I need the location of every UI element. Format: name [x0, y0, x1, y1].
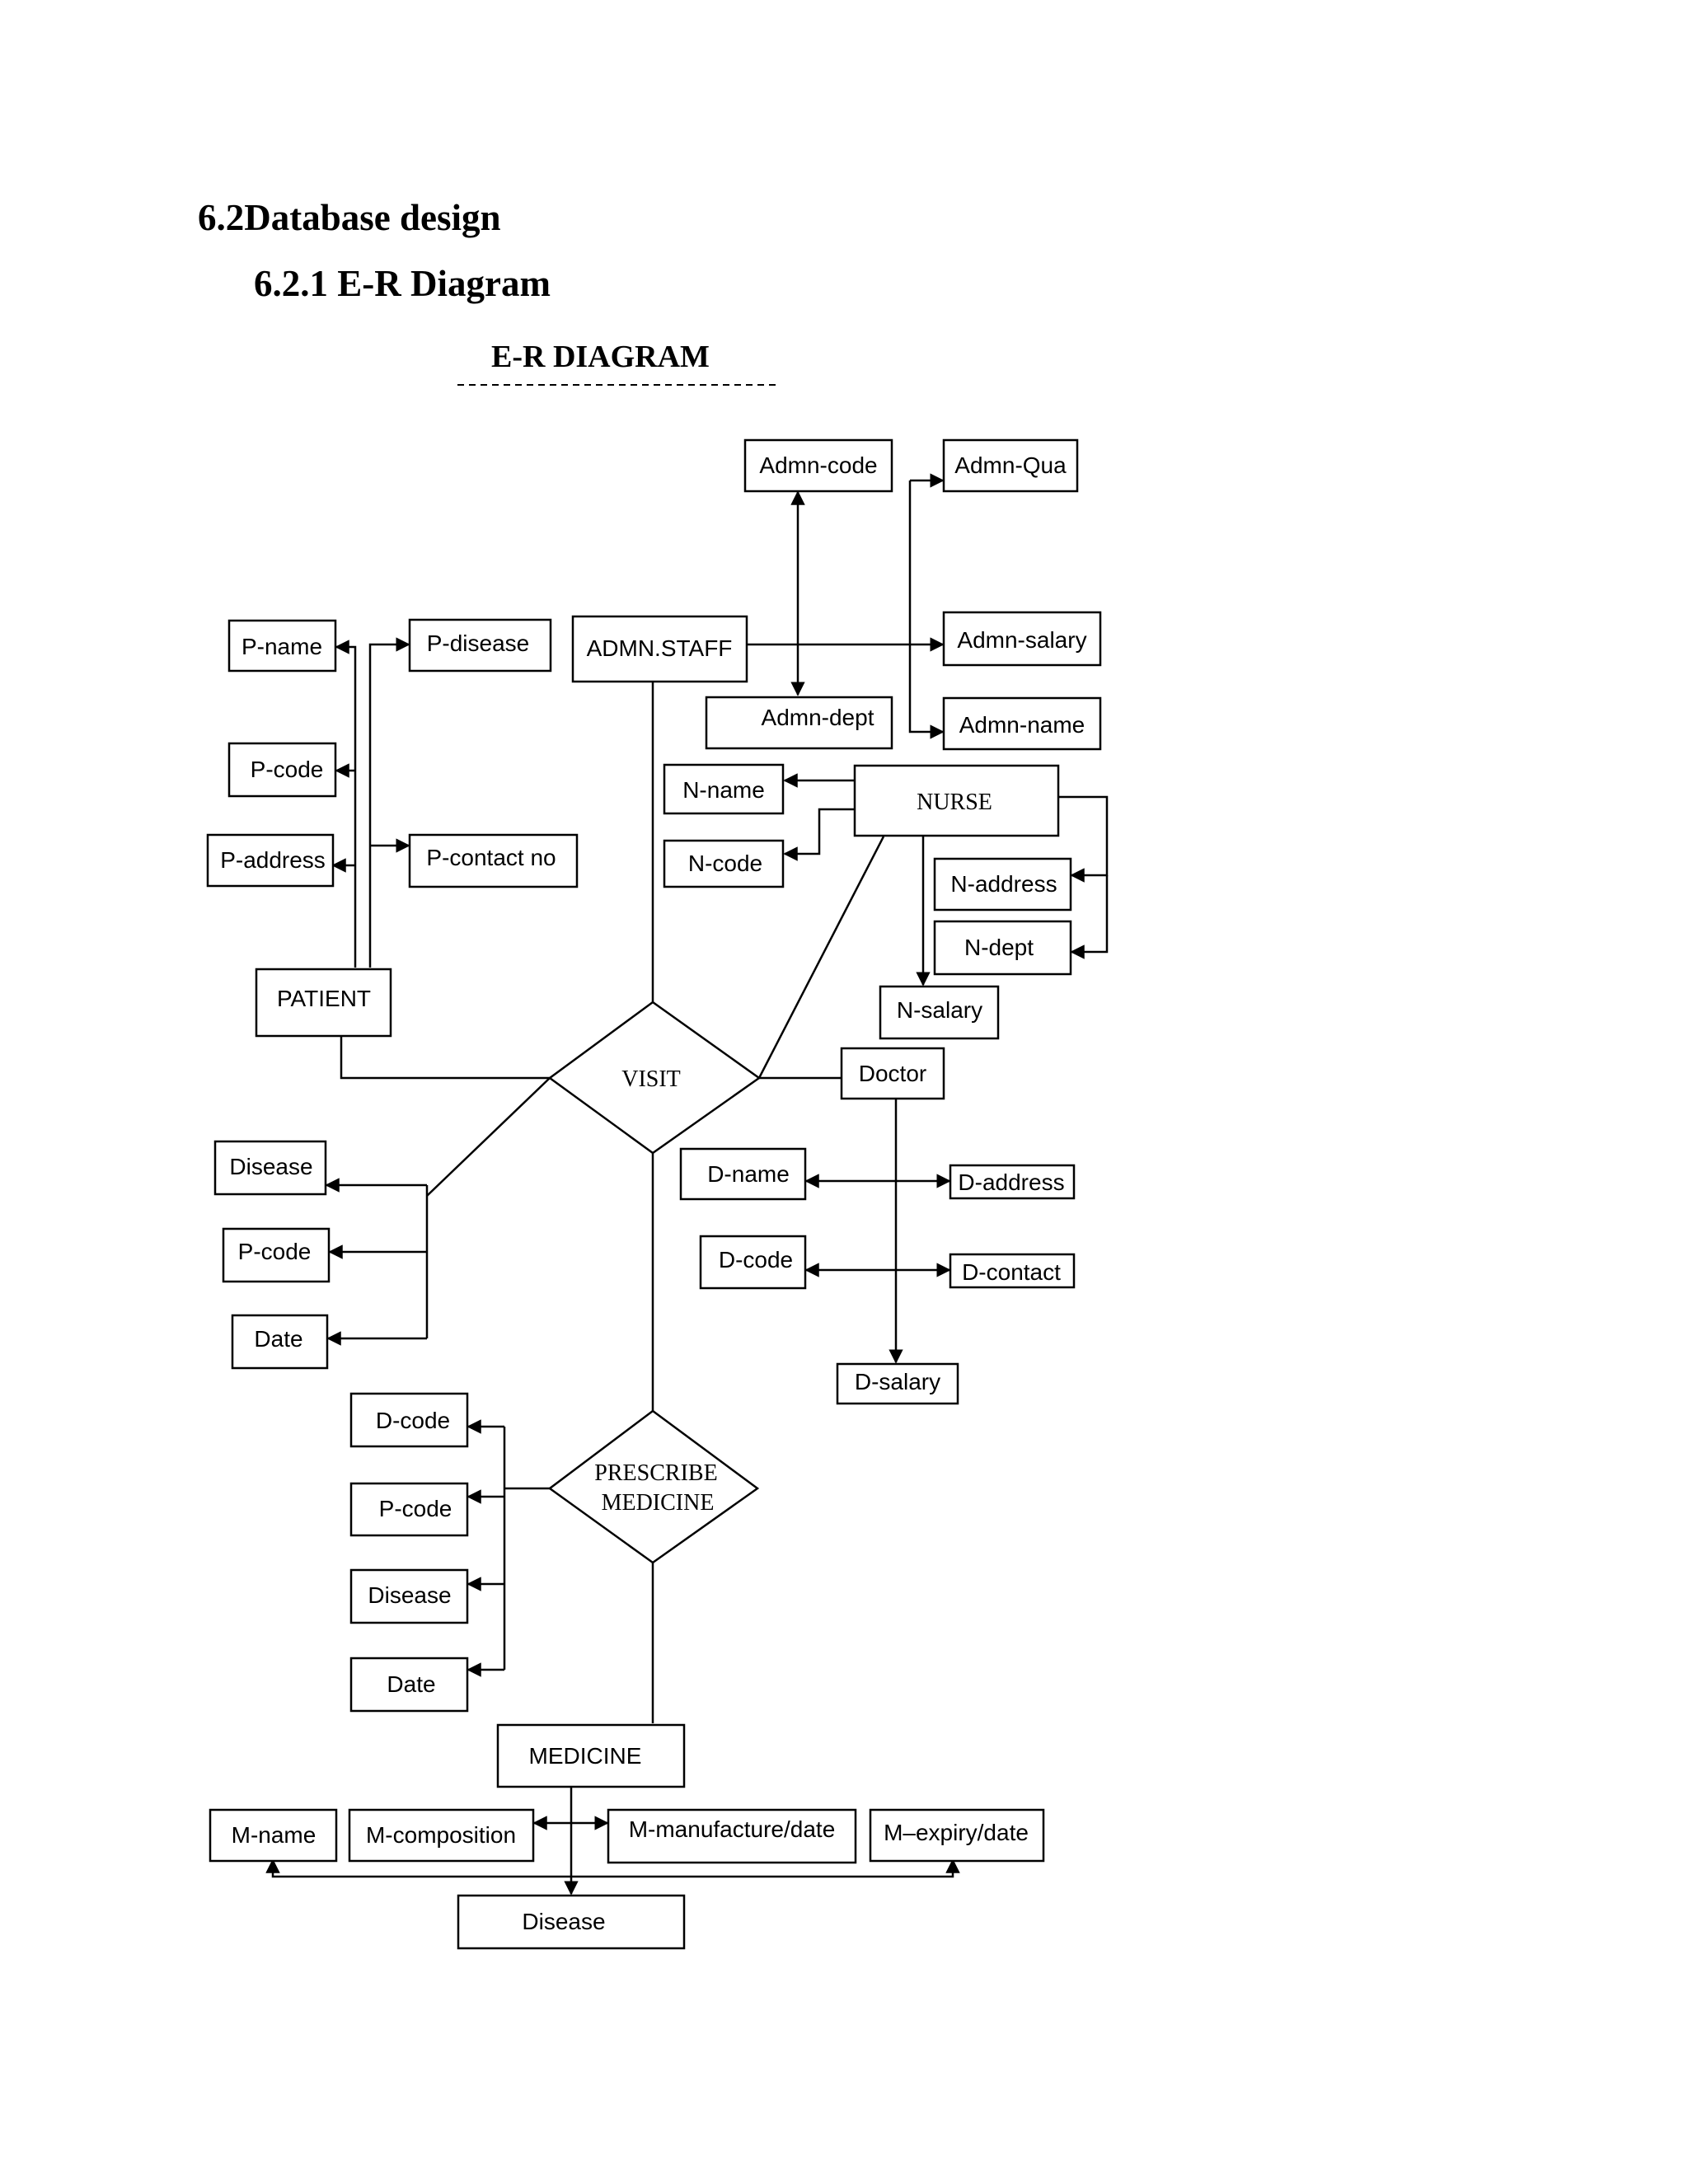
admn-code-label: Admn-code: [759, 452, 877, 478]
d-name-label: D-name: [707, 1161, 790, 1187]
prescribe-medicine-relationship: [547, 1409, 760, 1564]
prescribe-label-line2: MEDICINE: [602, 1490, 715, 1516]
n-dept-link: [1070, 875, 1109, 959]
n-name-label: N-name: [682, 777, 765, 803]
n-address-link: [1058, 795, 1109, 883]
visit-disease-label: Disease: [229, 1154, 312, 1179]
medicine-entity: [496, 1723, 686, 1788]
m-name-label: M-name: [232, 1822, 316, 1848]
m-manufacture-box: [607, 1808, 857, 1864]
m-disease-box: [457, 1894, 686, 1950]
m-disease-label: Disease: [522, 1909, 605, 1934]
m-manufacture-label: M-manufacture/date: [629, 1816, 836, 1842]
n-address-box: [933, 857, 1072, 912]
m-composition-box: [348, 1808, 535, 1863]
patient-label: PATIENT: [277, 986, 371, 1011]
p-code-label: P-code: [251, 757, 324, 782]
d-salary-box: [836, 1362, 959, 1405]
admn-name-link: [908, 480, 945, 739]
admn-name-label: Admn-name: [959, 712, 1085, 738]
admn-dept-box: [705, 696, 893, 750]
d-address-box: [949, 1164, 1076, 1200]
prescribe-label-line1: PRESCRIBE: [594, 1460, 717, 1486]
admn-dept-label: Admn-dept: [762, 705, 874, 730]
pm-dcode-box: [349, 1392, 469, 1448]
nurse-label: NURSE: [917, 790, 992, 815]
n-code-link: [783, 808, 855, 861]
n-dept-box: [933, 920, 1072, 976]
patient-visit-link: [340, 1037, 550, 1080]
n-salary-box: [879, 985, 1000, 1040]
pm-disease-label: Disease: [368, 1582, 451, 1608]
n-code-label: N-code: [688, 851, 762, 876]
d-salary-label: D-salary: [855, 1369, 940, 1394]
admn-qua-label: Admn-Qua: [954, 452, 1067, 478]
n-address-label: N-address: [950, 871, 1057, 897]
patient-entity: [255, 968, 392, 1038]
visit-date-box: [231, 1314, 329, 1370]
pm-disease-box: [349, 1568, 469, 1624]
admn-code-box: [743, 438, 893, 493]
pm-pcode-box: [349, 1482, 469, 1537]
section-heading: 6.2Database design: [198, 197, 501, 238]
d-address-label: D-address: [958, 1169, 1064, 1195]
p-name-box: [227, 619, 337, 673]
nurse-visit-link: [757, 836, 885, 1079]
visit-disease-box: [213, 1140, 327, 1196]
d-name-box: [679, 1147, 807, 1201]
doctor-entity: [840, 1047, 945, 1100]
visit-attr-link: [426, 1077, 551, 1197]
admn-qua-box: [942, 438, 1079, 493]
p-address-label: P-address: [220, 847, 326, 873]
p-code-box: [227, 742, 337, 798]
m-expiry-label: M–expiry/date: [884, 1820, 1029, 1845]
n-name-box: [663, 763, 785, 815]
visit-pcode-box: [222, 1227, 331, 1283]
m-name-box: [209, 1808, 338, 1863]
diagram-title: E-R DIAGRAM: [491, 340, 710, 374]
p-disease-label: P-disease: [427, 630, 530, 656]
admn-staff-label: ADMN.STAFF: [587, 635, 733, 661]
visit-date-label: Date: [254, 1326, 302, 1352]
m-composition-label: M-composition: [366, 1822, 516, 1848]
d-contact-label: D-contact: [962, 1259, 1061, 1285]
nurse-entity: [853, 764, 1060, 837]
admn-staff-entity: [571, 615, 748, 683]
visit-pcode-label: P-code: [238, 1239, 312, 1264]
admn-salary-box: [942, 611, 1102, 667]
d-code-label: D-code: [719, 1247, 793, 1272]
m-expiry-box: [869, 1808, 1045, 1863]
visit-relationship: [547, 1001, 762, 1155]
n-code-box: [663, 839, 785, 888]
pm-pcode-label: P-code: [379, 1496, 452, 1521]
medicine-label: MEDICINE: [529, 1743, 642, 1769]
d-contact-box: [949, 1253, 1076, 1289]
m-name-expiry-link: [265, 1858, 960, 1878]
visit-label: VISIT: [621, 1066, 681, 1092]
admn-name-box: [942, 696, 1102, 751]
pm-dcode-label: D-code: [376, 1408, 450, 1433]
p-disease-link: [368, 637, 410, 968]
p-disease-box: [408, 618, 552, 673]
p-name-label: P-name: [241, 634, 322, 659]
p-name-link: [335, 640, 357, 968]
doctor-label: Doctor: [859, 1061, 926, 1086]
p-contact-box: [408, 833, 579, 888]
p-contact-label: P-contact no: [426, 845, 556, 870]
p-address-box: [206, 833, 335, 888]
d-code-box: [699, 1235, 807, 1290]
pm-date-box: [349, 1657, 469, 1713]
subsection-heading: 6.2.1 E-R Diagram: [254, 263, 551, 304]
n-salary-label: N-salary: [897, 997, 982, 1023]
pm-date-label: Date: [387, 1671, 435, 1697]
n-dept-label: N-dept: [964, 935, 1034, 960]
admn-salary-label: Admn-salary: [957, 627, 1086, 653]
